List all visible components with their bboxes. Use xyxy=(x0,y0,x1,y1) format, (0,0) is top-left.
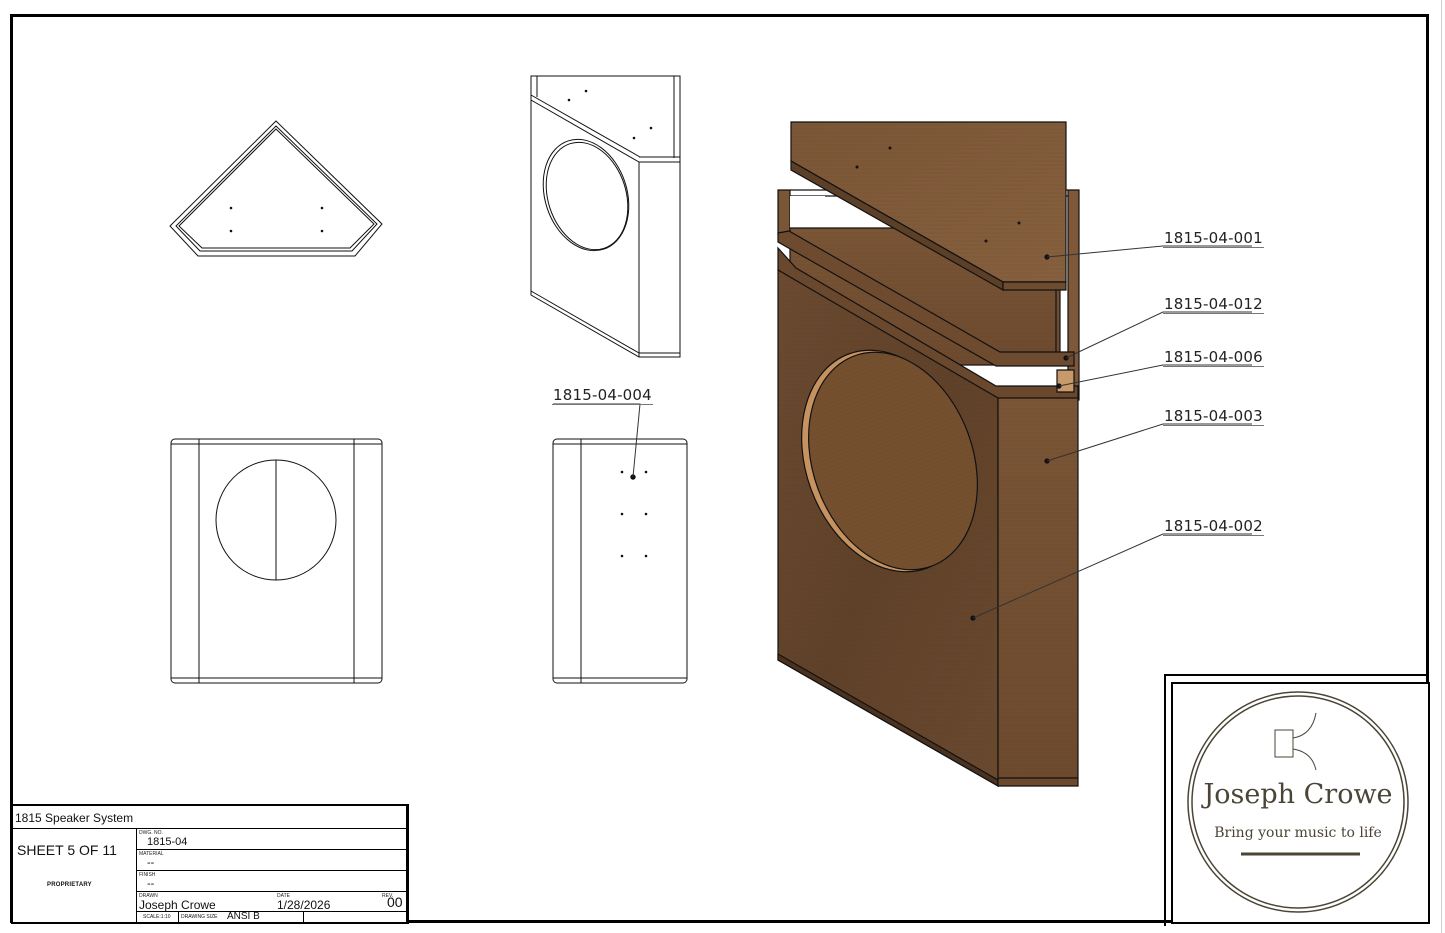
material-label: MATERIAL xyxy=(139,851,164,857)
scale-value: SCALE:1:10 xyxy=(143,914,171,920)
scale-row: SCALE:1:10 DRAWING SIZE ANSI B xyxy=(137,911,304,922)
drawn-label: DRAWN xyxy=(139,893,158,899)
isometric-line-view xyxy=(530,75,681,358)
project-row: 1815 Speaker System xyxy=(13,806,406,829)
project-name: 1815 Speaker System xyxy=(15,811,134,825)
drawn-field: DRAWN Joseph Crowe DATE 1/28/2026 REV. 0… xyxy=(137,892,406,912)
sheet-number: SHEET 5 OF 11 xyxy=(17,842,117,858)
logo-frame xyxy=(1164,674,1428,926)
part-callout-001: 1815-04-001 xyxy=(1163,229,1264,248)
rev-value: 00 xyxy=(387,894,403,910)
top-view xyxy=(169,120,383,257)
rendered-isometric-view xyxy=(777,121,1080,788)
material-field: MATERIAL -- xyxy=(137,850,406,871)
finish-field: FINISH -- xyxy=(137,871,406,892)
front-view xyxy=(170,438,383,684)
leader-lines xyxy=(972,245,1252,619)
logo-tagline: Bring your music to life xyxy=(1214,825,1382,841)
part-callout-004: 1815-04-004 xyxy=(552,386,653,405)
part-callout-012: 1815-04-012 xyxy=(1163,295,1264,314)
dwg-no-field: DWG. NO. 1815-04 xyxy=(137,829,406,850)
logo-name: Joseph Crowe xyxy=(1203,779,1393,810)
title-block: 1815 Speaker System SHEET 5 OF 11 PROPRI… xyxy=(11,804,409,924)
date-label: DATE xyxy=(277,893,290,899)
dwg-no-value: 1815-04 xyxy=(147,836,188,848)
dwg-no-label: DWG. NO. xyxy=(139,830,163,836)
finish-label: FINISH xyxy=(139,872,156,878)
part-callout-002: 1815-04-002 xyxy=(1163,517,1264,536)
date-value: 1/28/2026 xyxy=(277,898,331,912)
drawing-size-value: ANSI B xyxy=(227,911,260,922)
logo-box xyxy=(1171,682,1430,924)
drawing-size-label: DRAWING SIZE xyxy=(181,914,218,920)
finish-value: -- xyxy=(147,878,155,890)
sheet-border xyxy=(10,14,1429,923)
page-edge xyxy=(1441,0,1442,933)
part-callout-003: 1815-04-003 xyxy=(1163,407,1264,426)
drawn-value: Joseph Crowe xyxy=(139,898,216,912)
proprietary-label: PROPRIETARY xyxy=(47,882,92,888)
material-value: -- xyxy=(147,857,155,869)
part-callout-006: 1815-04-006 xyxy=(1163,348,1264,367)
sheet-info: SHEET 5 OF 11 PROPRIETARY xyxy=(13,829,137,922)
rev-label: REV. xyxy=(382,893,394,899)
